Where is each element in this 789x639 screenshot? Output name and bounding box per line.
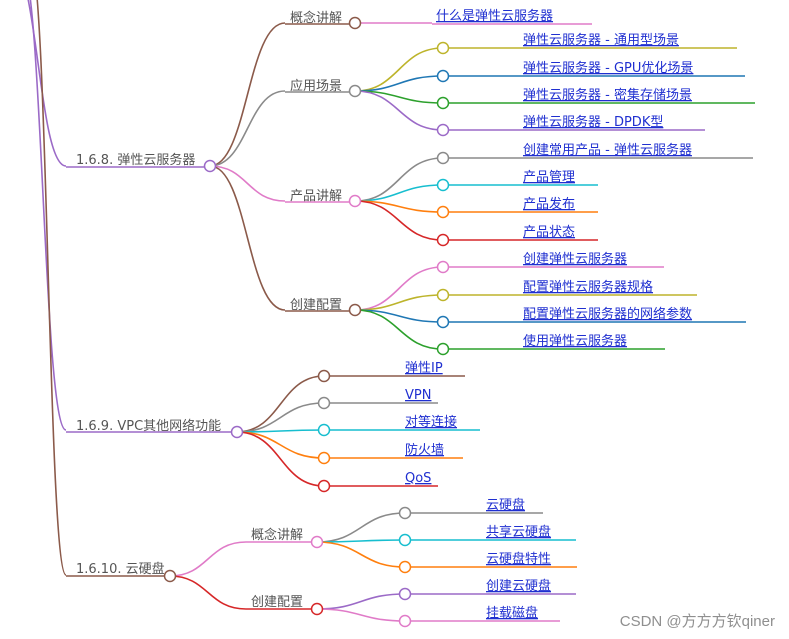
- leaf-link[interactable]: 弹性IP: [405, 361, 443, 376]
- leaf-node[interactable]: [317, 423, 331, 437]
- leaf-line: [354, 157, 444, 202]
- leaf-node[interactable]: [317, 369, 331, 383]
- leaf-node[interactable]: [436, 260, 450, 274]
- leaf-node[interactable]: [436, 69, 450, 83]
- leaf-link[interactable]: 挂载磁盘: [486, 605, 538, 621]
- group-node[interactable]: [348, 84, 362, 98]
- leaf-link[interactable]: QoS: [405, 471, 431, 486]
- leaf-link[interactable]: 创建常用产品 - 弹性云服务器: [523, 142, 692, 158]
- watermark: CSDN @方方方钦qiner: [619, 613, 775, 630]
- branch-line: [209, 22, 286, 167]
- leaf-link[interactable]: 云硬盘特性: [486, 551, 551, 567]
- leaf-node[interactable]: [398, 533, 412, 547]
- leaf-node[interactable]: [436, 96, 450, 110]
- group-node[interactable]: [310, 602, 324, 616]
- leaf-node[interactable]: [317, 451, 331, 465]
- leaf-link[interactable]: 共享云硬盘: [486, 524, 551, 540]
- leaf-node[interactable]: [398, 614, 412, 628]
- group-node[interactable]: [348, 303, 362, 317]
- branch-line: [209, 90, 286, 167]
- leaf-node[interactable]: [436, 178, 450, 192]
- group-label[interactable]: 创建配置: [251, 595, 303, 610]
- section-label[interactable]: 1.6.9. VPC其他网络功能: [76, 418, 221, 434]
- leaf-node[interactable]: [436, 41, 450, 55]
- leaf-link[interactable]: 产品状态: [523, 225, 575, 240]
- leaf-line: [354, 266, 444, 311]
- leaf-node[interactable]: [398, 560, 412, 574]
- branch-line: [169, 575, 247, 610]
- section-node[interactable]: [203, 159, 217, 173]
- leaf-line: [316, 541, 406, 568]
- leaf-link[interactable]: 对等连接: [405, 414, 457, 430]
- leaf-node[interactable]: [436, 288, 450, 302]
- leaf-node[interactable]: [436, 151, 450, 165]
- trunk-line: [29, 0, 67, 431]
- leaf-link[interactable]: 云硬盘: [486, 497, 525, 513]
- leaf-line: [316, 593, 406, 610]
- leaf-node[interactable]: [436, 123, 450, 137]
- leaf-line: [236, 375, 325, 433]
- leaf-line: [236, 431, 325, 459]
- leaf-link[interactable]: 弹性云服务器 - 密集存储场景: [523, 87, 692, 103]
- branch-line: [209, 165, 286, 202]
- leaf-link[interactable]: 产品发布: [523, 196, 575, 212]
- leaf-node[interactable]: [436, 342, 450, 356]
- leaf-node[interactable]: [398, 506, 412, 520]
- trunk-line: [27, 0, 67, 167]
- trunk-line: [36, 0, 67, 576]
- leaf-line: [354, 294, 444, 311]
- leaf-line: [236, 431, 325, 487]
- leaf-link[interactable]: VPN: [405, 388, 431, 403]
- leaf-link[interactable]: 产品管理: [523, 170, 575, 185]
- leaf-link[interactable]: 什么是弹性云服务器: [436, 8, 553, 24]
- leaf-line: [316, 512, 406, 543]
- leaf-link[interactable]: 创建云硬盘: [486, 578, 551, 594]
- group-node[interactable]: [310, 535, 324, 549]
- branch-line: [209, 165, 286, 311]
- leaf-link[interactable]: 使用弹性云服务器: [523, 333, 627, 349]
- leaf-line: [354, 184, 444, 202]
- group-label[interactable]: 概念讲解: [290, 10, 342, 26]
- leaf-link[interactable]: 弹性云服务器 - 通用型场景: [523, 32, 679, 48]
- leaf-node[interactable]: [317, 396, 331, 410]
- section-node[interactable]: [230, 425, 244, 439]
- branch-line: [169, 541, 247, 577]
- group-label[interactable]: 应用场景: [290, 78, 342, 94]
- section-label[interactable]: 1.6.10. 云硬盘: [76, 561, 165, 577]
- leaf-line: [354, 309, 444, 350]
- leaf-node[interactable]: [398, 587, 412, 601]
- section-node[interactable]: [163, 569, 177, 583]
- leaf-node[interactable]: [317, 479, 331, 493]
- leaf-node[interactable]: [436, 233, 450, 247]
- leaf-link[interactable]: 弹性云服务器 - DPDK型: [523, 114, 663, 130]
- leaf-line: [354, 200, 444, 241]
- leaf-link[interactable]: 配置弹性云服务器的网络参数: [523, 306, 692, 322]
- group-node[interactable]: [348, 16, 362, 30]
- leaf-link[interactable]: 弹性云服务器 - GPU优化场景: [523, 60, 693, 76]
- section-label[interactable]: 1.6.8. 弹性云服务器: [76, 152, 195, 168]
- group-label[interactable]: 产品讲解: [290, 189, 342, 204]
- leaf-line: [316, 608, 406, 622]
- group-label[interactable]: 创建配置: [290, 298, 342, 313]
- leaf-line: [354, 90, 444, 131]
- leaf-link[interactable]: 创建弹性云服务器: [523, 251, 627, 267]
- leaf-link[interactable]: 配置弹性云服务器规格: [523, 279, 653, 295]
- leaf-line: [236, 402, 325, 433]
- group-node[interactable]: [348, 194, 362, 208]
- group-label[interactable]: 概念讲解: [251, 527, 303, 543]
- leaf-node[interactable]: [436, 315, 450, 329]
- leaf-line: [354, 75, 444, 92]
- leaf-node[interactable]: [436, 205, 450, 219]
- leaf-line: [354, 47, 444, 92]
- leaf-link[interactable]: 防火墙: [405, 442, 444, 458]
